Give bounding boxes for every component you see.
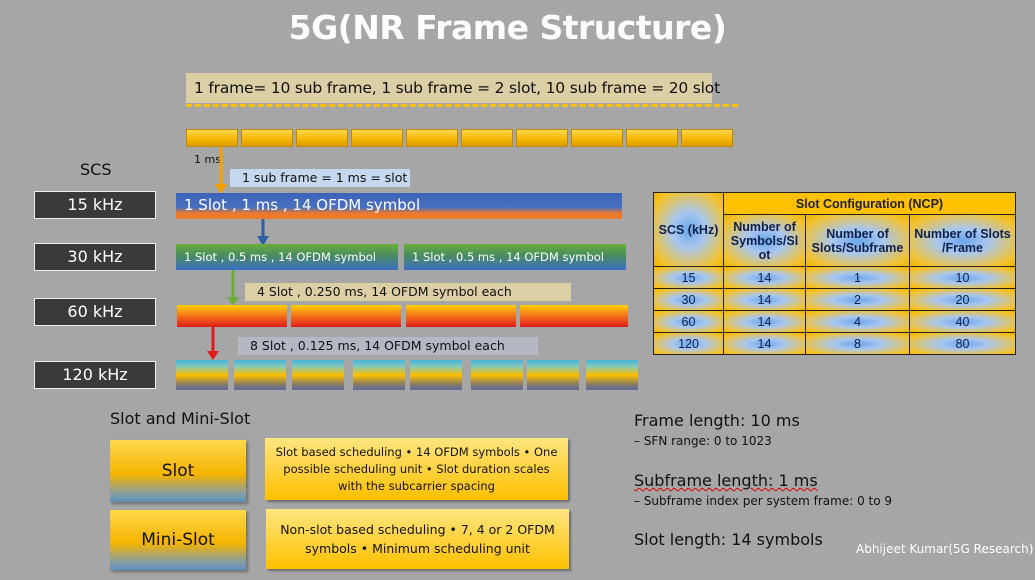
blue-arrow-icon — [257, 219, 269, 246]
subframe-block — [186, 129, 238, 147]
frame-summary-banner: 1 frame= 10 sub frame, 1 sub frame = 2 s… — [186, 73, 720, 103]
page-title: 5G(NR Frame Structure) — [288, 8, 727, 47]
scs-label-30khz: 30 kHz — [34, 243, 156, 271]
subframe-block — [681, 129, 733, 147]
subframe-note: 1 sub frame = 1 ms = slot — [230, 169, 410, 187]
mini-slot-label: Mini-Slot — [141, 530, 215, 550]
mini-slot-description-text: Non-slot based scheduling • 7, 4 or 2 OF… — [280, 522, 555, 556]
table-row: 30 14 2 20 — [653, 288, 1016, 311]
table-cell: 30 — [653, 288, 724, 311]
table-header-slots-subframe: Number of Slots/Subframe — [805, 214, 910, 267]
slot-bar-30khz: 1 Slot , 0.5 ms , 14 OFDM symbol — [404, 244, 626, 270]
slot-label: Slot — [161, 461, 195, 481]
slot-description-text: Slot based scheduling • 14 OFDM symbols … — [275, 444, 558, 493]
table-cell: 15 — [653, 266, 724, 289]
slot-config-table: SCS (kHz) Slot Configuration (NCP) Numbe… — [653, 192, 1016, 355]
table-header-slots-frame: Number of Slots /Frame — [909, 214, 1016, 267]
table-row: 120 14 8 80 — [653, 332, 1016, 355]
slot-bar-120khz — [292, 360, 344, 390]
subframe-length: Subframe length: 1 ms — [634, 471, 818, 490]
slot-bar-15khz: 1 Slot , 1 ms , 14 OFDM symbol — [176, 193, 622, 219]
subframe-block — [241, 129, 293, 147]
table-cell: 4 — [805, 310, 910, 333]
table-header-scs: SCS (kHz) — [653, 192, 724, 267]
note-120khz: 8 Slot , 0.125 ms, 14 OFDM symbol each — [238, 337, 538, 355]
scs-heading: SCS — [80, 160, 112, 179]
table-cell: 8 — [805, 332, 910, 355]
subframe-length-text: Subframe length: 1 ms — [634, 471, 818, 490]
slot-section-heading: Slot and Mini-Slot — [110, 409, 251, 428]
slot-bar-60khz — [291, 305, 401, 327]
subframe-block — [406, 129, 458, 147]
slot-bar-30khz: 1 Slot , 0.5 ms , 14 OFDM symbol — [176, 244, 398, 270]
table-cell: 14 — [723, 310, 806, 333]
table-cell: 1 — [805, 266, 910, 289]
scs-label-15khz: 15 kHz — [34, 191, 156, 219]
slot-length: Slot length: 14 symbols — [634, 530, 823, 549]
table-cell: 20 — [909, 288, 1016, 311]
slot-description: Slot based scheduling • 14 OFDM symbols … — [265, 438, 568, 500]
author-credit: Abhijeet Kumar(5G Research) — [856, 542, 1034, 556]
table-cell: 60 — [653, 310, 724, 333]
scs-label-60khz: 60 kHz — [34, 298, 156, 326]
slot-bar-120khz — [471, 360, 523, 390]
slot-bar-120khz — [176, 360, 228, 390]
table-row: 60 14 4 40 — [653, 310, 1016, 333]
subframe-block — [296, 129, 348, 147]
green-arrow-icon — [227, 270, 239, 306]
table-cell: 14 — [723, 288, 806, 311]
table-cell: 14 — [723, 266, 806, 289]
table-row: 15 14 1 10 — [653, 266, 1016, 289]
subframe-block — [626, 129, 678, 147]
subframe-index: – Subframe index per system frame: 0 to … — [634, 494, 893, 508]
mini-slot-box: Mini-Slot — [110, 510, 246, 570]
table-cell: 120 — [653, 332, 724, 355]
dashed-divider — [186, 104, 738, 107]
table-header-symbols: Number of Symbols/Sl ot — [723, 214, 806, 267]
subframe-block — [516, 129, 568, 147]
orange-arrow-icon — [215, 147, 227, 194]
slot-bar-120khz — [586, 360, 638, 390]
table-cell: 80 — [909, 332, 1016, 355]
table-cell: 2 — [805, 288, 910, 311]
ms-label: 1 ms — [194, 153, 221, 166]
subframe-block — [351, 129, 403, 147]
table-cell: 10 — [909, 266, 1016, 289]
table-header-group: Slot Configuration (NCP) — [723, 192, 1016, 215]
table-cell: 14 — [723, 332, 806, 355]
note-60khz: 4 Slot , 0.250 ms, 14 OFDM symbol each — [245, 283, 571, 301]
subframe-block — [571, 129, 623, 147]
slot-bar-60khz — [406, 305, 516, 327]
slot-bar-120khz — [527, 360, 579, 390]
slot-bar-120khz — [353, 360, 405, 390]
frame-length: Frame length: 10 ms — [634, 411, 800, 430]
sfn-range: – SFN range: 0 to 1023 — [634, 434, 772, 448]
slot-bar-60khz — [177, 305, 287, 327]
red-arrow-icon — [207, 327, 219, 360]
scs-label-120khz: 120 kHz — [34, 361, 156, 389]
slot-bar-60khz — [520, 305, 628, 327]
slot-bar-120khz — [234, 360, 286, 390]
subframe-block — [461, 129, 513, 147]
mini-slot-description: Non-slot based scheduling • 7, 4 or 2 OF… — [266, 509, 569, 569]
slot-bar-120khz — [410, 360, 462, 390]
slot-box: Slot — [110, 440, 246, 502]
table-cell: 40 — [909, 310, 1016, 333]
